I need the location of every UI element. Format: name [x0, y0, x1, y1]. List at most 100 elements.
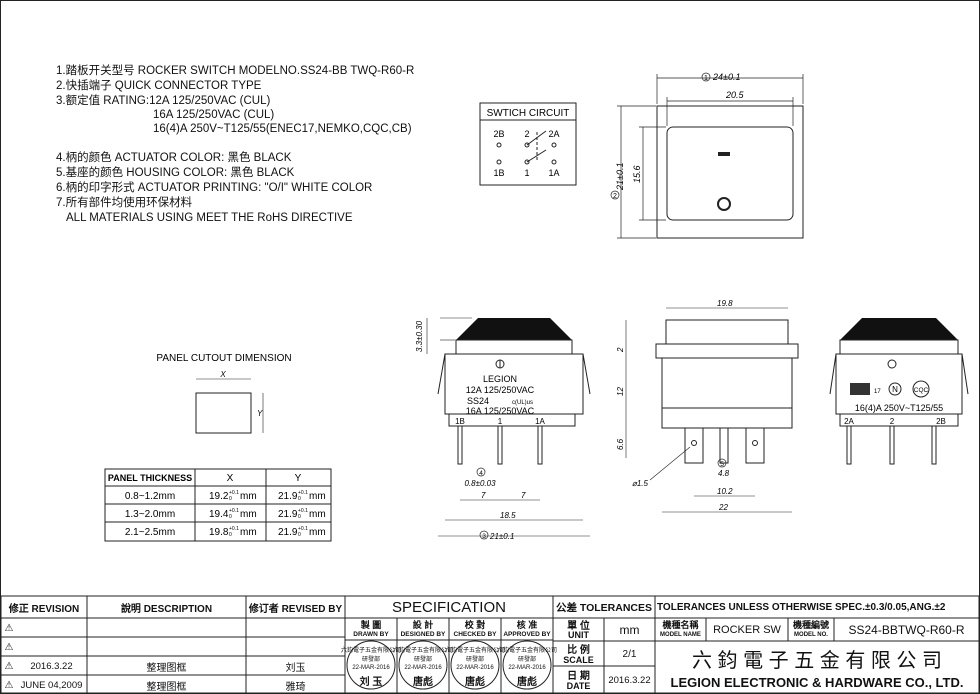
note-3b: 16A 125/250VAC (CUL) — [153, 109, 275, 121]
tol-zero: 0 — [229, 514, 232, 520]
revision-mark: ⚠ — [4, 660, 14, 672]
model-name-cn: 機種名稱 — [662, 620, 699, 630]
model-name-value: ROCKER SW — [713, 624, 781, 636]
role-en: DESIGNED BY — [400, 630, 446, 638]
tol-plus: +0.1 — [229, 490, 239, 496]
stamp-company: 六鈞電子五金有限公司 — [497, 648, 558, 654]
switch-circuit-title: SWTICH CIRCUIT — [487, 108, 570, 119]
circuit-label-2: 2 — [524, 129, 529, 139]
dim-22: 22 — [718, 503, 728, 512]
unit-value: mm — [619, 623, 640, 637]
dim-front-height: 21±0.1 — [615, 163, 625, 191]
side-brand: LEGION — [483, 374, 517, 384]
thickness-header: PANEL THICKNESS — [108, 473, 192, 483]
end-view: 19.8 2 12 6.6 ⌀1.5 5 4.8 10.2 22 — [616, 299, 799, 513]
dim-front-inner: 20.5 — [725, 90, 745, 100]
date-cn: 日 期 — [567, 670, 590, 682]
dim-12: 12 — [616, 387, 625, 396]
circuit-label-2b: 2B — [493, 129, 504, 139]
note-2: 2.快插端子 QUICK CONNECTOR TYPE — [56, 80, 262, 92]
circuit-label-1a: 1A — [548, 168, 559, 178]
dim-num-3: 3 — [482, 533, 486, 540]
stamp-dept: 研發部 — [465, 657, 484, 663]
side-term-1b: 1B — [455, 417, 465, 426]
right-term-2a: 2A — [844, 417, 854, 426]
side-term-1: 1 — [498, 417, 503, 426]
tol-zero: 0 — [229, 496, 232, 502]
dim-pin: 0.8±0.03 — [464, 479, 496, 488]
note-3: 3.额定值 RATING:12A 125/250VAC (CUL) — [56, 95, 271, 107]
stamp-company: 六鈞電子五金有限公司 — [341, 648, 402, 654]
dim-66: 6.6 — [616, 438, 625, 450]
tol-plus: +0.1 — [298, 490, 308, 496]
side-view: LEGION 12A 125/250VAC SS24 c(UL)us 16A 1… — [415, 317, 591, 541]
date-en: DATE — [566, 681, 591, 691]
right-mark-ce: 17 — [874, 389, 881, 395]
title-block-lines — [0, 595, 980, 694]
tol-zero: 0 — [298, 514, 301, 520]
switch-circuit-diagram: SWTICH CIRCUIT 2B 2 2A 1B 1 1A — [479, 102, 577, 186]
thickness-cell: 0.8~1.2mm — [125, 491, 175, 502]
y-header: Y — [295, 473, 302, 484]
circuit-label-1b: 1B — [493, 168, 504, 178]
front-view: 1 24±0.1 20.5 2 21±0.1 15.6 — [610, 72, 804, 239]
y-cell: 21.9 — [278, 527, 298, 538]
note-4: 4.柄的颜色 ACTUATOR COLOR: 黑色 BLACK — [56, 152, 292, 164]
scale-en: SCALE — [563, 654, 594, 665]
revised-by-header: 修订者 REVISED BY — [248, 603, 343, 615]
note-6: 6.柄的印字形式 ACTUATOR PRINTING: "O/I" WHITE … — [56, 182, 373, 194]
description-header: 說明 DESCRIPTION — [120, 603, 213, 615]
revision-date: JUNE 04,2009 — [20, 679, 83, 691]
revision-mark: ⚠ — [4, 622, 14, 634]
dim-48: 4.8 — [718, 469, 730, 478]
stamp-date: 22-MAR-2016 — [352, 664, 390, 671]
model-no-value: SS24-BBTWQ-R60-R — [848, 623, 965, 637]
tol-zero: 0 — [298, 532, 301, 538]
right-term-2: 2 — [890, 417, 895, 426]
note-7: 7.所有部件均使用环保材料 — [56, 197, 193, 209]
tol-zero: 0 — [298, 496, 301, 502]
x-header: X — [227, 473, 234, 484]
dim-num-5: 5 — [720, 461, 724, 468]
y-unit: mm — [309, 509, 326, 520]
stamp-name: 刘 玉 — [359, 676, 383, 688]
model-no-cn: 機種編號 — [792, 620, 829, 630]
side-term-1a: 1A — [535, 417, 545, 426]
stamp-name: 唐彪 — [465, 676, 485, 688]
dim-7b: 7 — [521, 491, 526, 500]
role-en: CHECKED BY — [453, 630, 497, 638]
revised-by: 刘玉 — [285, 663, 306, 674]
cutout-x-label: X — [219, 370, 226, 379]
tol-plus: +0.1 — [229, 526, 239, 532]
dim-num-4: 4 — [479, 470, 483, 477]
y-unit: mm — [309, 491, 326, 502]
model-no-en: MODEL NO. — [794, 632, 828, 638]
right-view: 17 N CQC 16(4)A 250V~T125/55 2A 2 2B — [829, 318, 969, 465]
scale-cn: 比 例 — [567, 645, 590, 656]
role-cn: 校 對 — [464, 619, 486, 630]
dim-7a: 7 — [481, 491, 486, 500]
stamp-dept: 研發部 — [361, 657, 380, 663]
tolerances-label: 公差 TOLERANCES — [555, 601, 653, 614]
date-value: 2016.3.22 — [608, 674, 651, 686]
dim-front-width: 24±0.1 — [712, 72, 740, 82]
note-5: 5.基座的颜色 HOUSING COLOR: 黑色 BLACK — [56, 167, 295, 179]
right-mark-cqc: CQC — [914, 387, 929, 394]
role-cn: 核 准 — [516, 619, 538, 630]
company-name-cn: 六 鈞 電 子 五 金 有 限 公 司 — [691, 649, 942, 672]
revision-description: 整理图框 — [146, 681, 187, 693]
x-cell: 19.2 — [209, 491, 229, 502]
note-7b: ALL MATERIALS USING MEET THE RoHS DIRECT… — [66, 212, 353, 224]
revision-date: 2016.3.22 — [30, 661, 73, 672]
revision-header: 修正 REVISION — [8, 603, 80, 615]
side-cert: c(UL)us — [512, 400, 533, 406]
x-unit: mm — [240, 491, 257, 502]
dim-2: 2 — [616, 347, 625, 353]
circuit-label-2a: 2A — [548, 129, 559, 139]
dim-hole: ⌀1.5 — [632, 479, 648, 488]
note-1: 1.踏板开关型号 ROCKER SWITCH MODELNO.SS24-BB T… — [56, 65, 415, 77]
tol-zero: 0 — [229, 532, 232, 538]
unit-cn: 單 位 — [567, 621, 590, 632]
